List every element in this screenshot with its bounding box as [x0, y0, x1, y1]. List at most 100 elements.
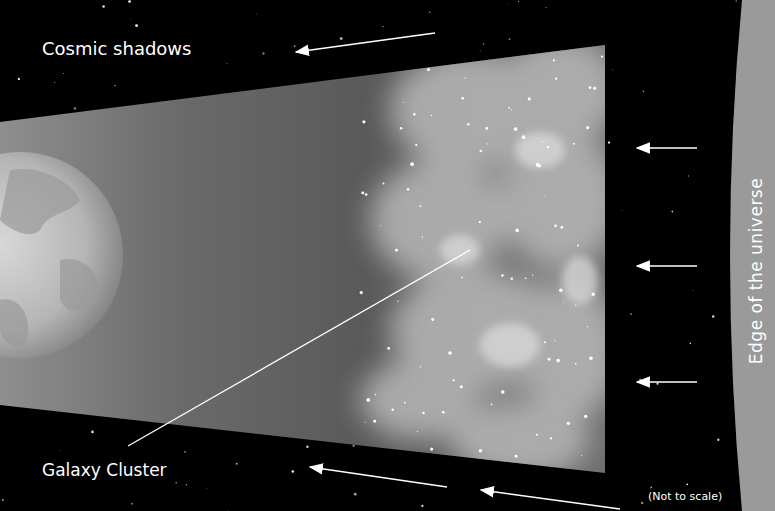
- cluster-star: [522, 135, 526, 139]
- cluster-star: [577, 244, 579, 246]
- star: [74, 107, 77, 110]
- star: [717, 438, 719, 440]
- cluster-star: [575, 363, 577, 365]
- cluster-star: [479, 221, 481, 223]
- cluster-star: [431, 318, 434, 321]
- star: [671, 211, 673, 213]
- cluster-star: [404, 402, 406, 404]
- star: [206, 488, 208, 490]
- cluster-star: [467, 123, 469, 125]
- cluster-star: [461, 97, 464, 100]
- star: [686, 484, 688, 486]
- cluster-star: [420, 205, 422, 207]
- cluster-star: [453, 379, 455, 381]
- galaxy-cloud: [360, 35, 620, 480]
- cluster-star: [601, 55, 603, 57]
- star: [518, 1, 519, 2]
- cluster-star: [592, 293, 595, 296]
- star: [18, 78, 20, 80]
- star: [509, 38, 511, 40]
- cluster-star: [365, 193, 368, 196]
- star: [262, 52, 264, 54]
- leader-line: [128, 250, 470, 446]
- cluster-star: [391, 408, 393, 410]
- cluster-star: [525, 277, 527, 279]
- star: [294, 45, 296, 47]
- star: [650, 487, 652, 489]
- cluster-star: [366, 61, 370, 65]
- star: [102, 5, 104, 7]
- star: [506, 3, 508, 5]
- star: [131, 503, 133, 505]
- star: [354, 493, 357, 496]
- cluster-star: [589, 86, 592, 89]
- star: [135, 24, 138, 27]
- star: [340, 37, 343, 40]
- cluster-star: [536, 163, 540, 167]
- cluster-star: [586, 126, 589, 129]
- cluster-star: [430, 448, 433, 451]
- cluster-star: [487, 143, 488, 144]
- cluster-star: [491, 403, 493, 405]
- star: [353, 445, 355, 447]
- cluster-star: [501, 274, 504, 277]
- scale-note: (Not to scale): [648, 490, 722, 503]
- star: [59, 449, 61, 451]
- star: [688, 175, 689, 176]
- star: [227, 509, 229, 511]
- cluster-star: [548, 358, 551, 361]
- cluster-star: [560, 226, 563, 229]
- callout-label: Galaxy Cluster: [42, 460, 167, 480]
- cluster-star: [413, 113, 415, 115]
- cluster-star: [420, 366, 421, 367]
- cluster-star: [400, 127, 402, 129]
- cluster-star: [547, 146, 549, 148]
- cluster-star: [465, 78, 466, 79]
- cluster-star: [501, 390, 505, 394]
- cluster-star: [373, 420, 376, 423]
- cluster-star: [567, 422, 570, 425]
- star: [91, 431, 94, 434]
- star: [612, 69, 613, 70]
- cluster-star: [587, 326, 588, 327]
- cluster-star: [544, 196, 545, 197]
- edge-label: Edge of the universe: [747, 177, 767, 363]
- cluster-star: [410, 162, 414, 166]
- star: [735, 0, 737, 2]
- continents: [0, 169, 98, 346]
- cluster-star: [431, 115, 432, 116]
- cluster-star: [480, 150, 483, 153]
- cluster-star: [554, 340, 555, 341]
- cluster-star: [366, 398, 370, 402]
- star: [692, 290, 694, 292]
- cluster-star: [461, 277, 463, 279]
- star: [236, 463, 238, 465]
- star: [483, 43, 485, 45]
- cluster-star: [508, 107, 510, 109]
- cluster-star: [375, 394, 377, 396]
- cluster-star: [460, 385, 463, 388]
- cluster-star: [536, 434, 538, 436]
- star: [292, 470, 294, 472]
- star: [621, 210, 623, 212]
- cluster-star: [448, 351, 452, 355]
- cluster-star: [387, 347, 390, 350]
- star: [690, 343, 692, 345]
- star: [608, 141, 610, 143]
- star: [54, 82, 55, 83]
- cluster-star: [514, 127, 518, 131]
- cluster-star: [584, 415, 587, 418]
- star: [186, 484, 187, 485]
- cluster-star: [541, 141, 542, 142]
- cluster-star: [575, 305, 576, 306]
- star: [306, 446, 308, 448]
- earth: [0, 152, 123, 358]
- cluster-star: [581, 455, 582, 456]
- star: [128, 0, 131, 3]
- cluster-star: [422, 412, 424, 414]
- cluster-star: [479, 449, 482, 452]
- universe-edge: Edge of the universe: [732, 0, 775, 511]
- cluster-star: [415, 144, 417, 146]
- star: [656, 383, 658, 385]
- cluster-star: [511, 278, 513, 280]
